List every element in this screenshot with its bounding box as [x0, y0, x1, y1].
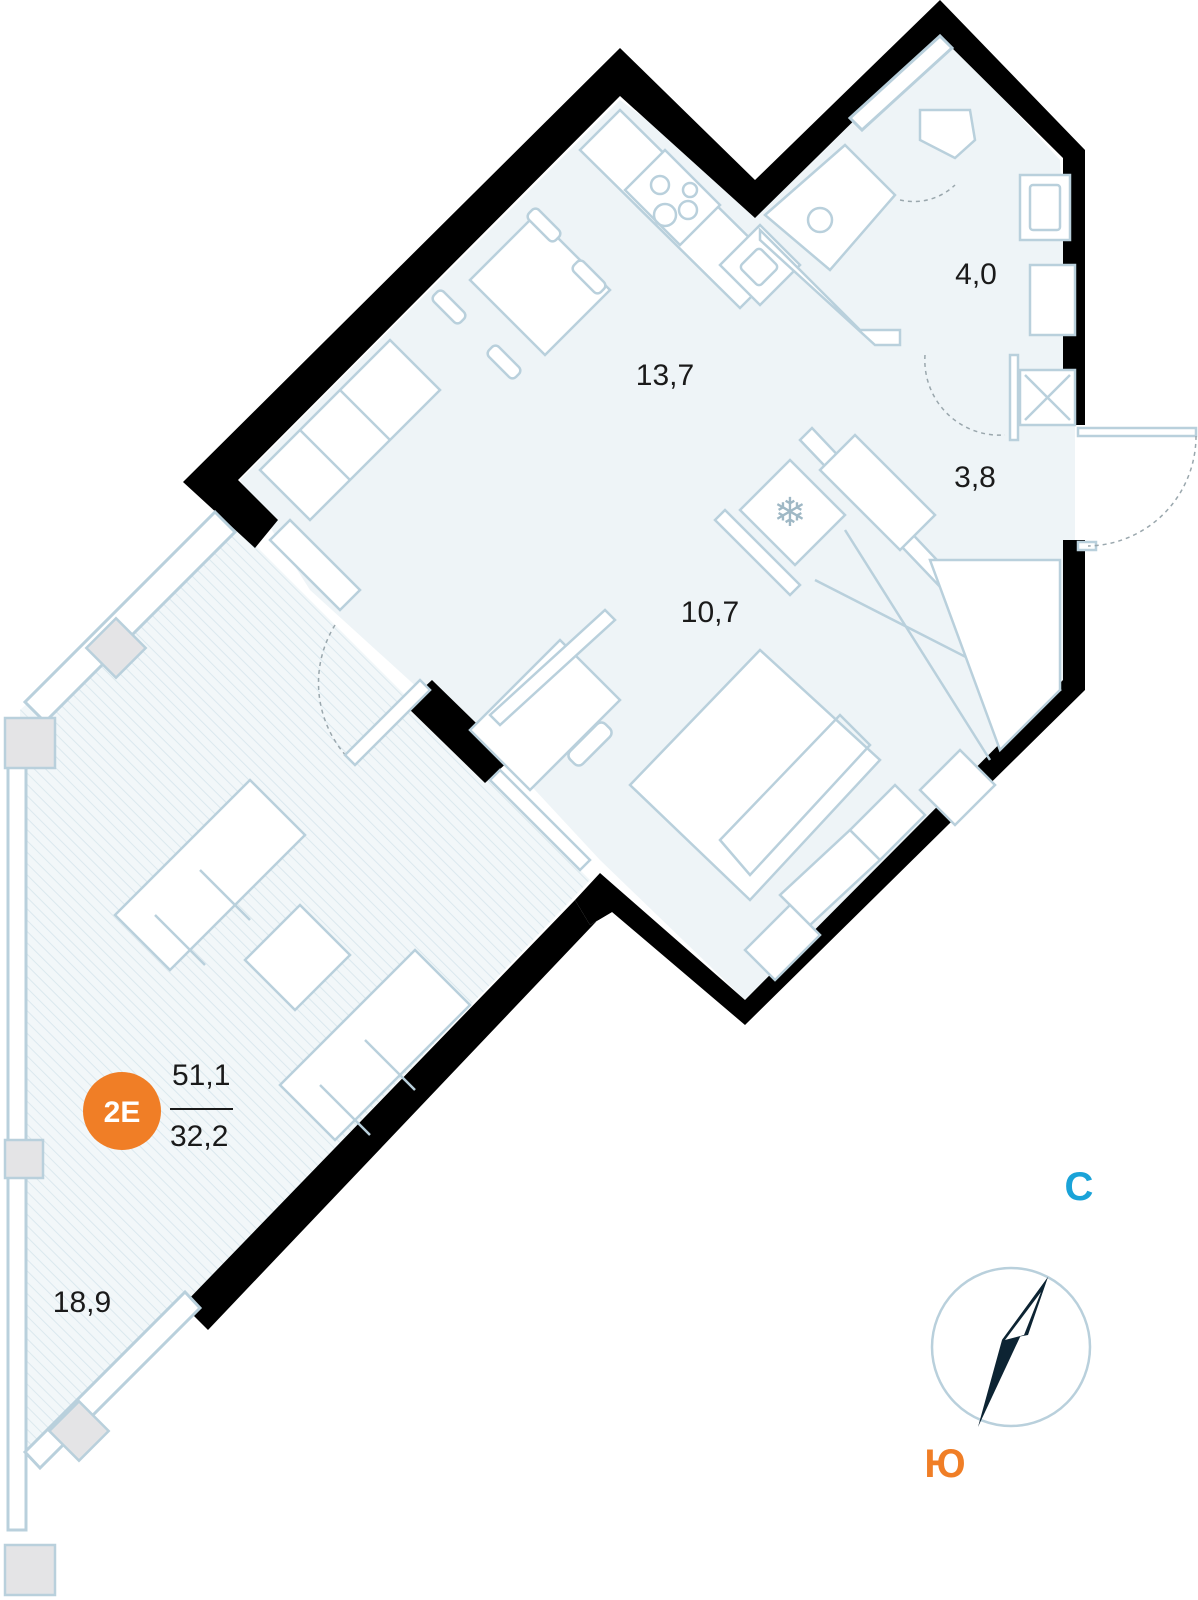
pillar-bottom	[47, 1399, 111, 1463]
pillar-left-bottom	[3, 1543, 57, 1597]
entrance-door[interactable]	[1076, 426, 1198, 552]
balcony-furniture	[113, 778, 472, 1142]
badge-label: 2E	[104, 1096, 141, 1129]
kitchen-sofa	[258, 338, 442, 612]
wall-balcony-outer	[183, 900, 612, 1330]
dining-table	[431, 207, 612, 380]
north-label: С	[1065, 1165, 1094, 1209]
badge-circle	[83, 1072, 161, 1150]
toilet	[918, 108, 977, 160]
compass-needle-light	[1002, 1277, 1048, 1340]
kitchen-area-label: 13,7	[636, 359, 694, 392]
pillar-top	[84, 616, 148, 680]
washing-machine	[1028, 263, 1077, 337]
hallway-wardrobe: ❄	[713, 426, 1062, 761]
pillar-left-top	[3, 716, 57, 770]
bedroom-area-label: 10,7	[681, 596, 739, 629]
apartment-badge: 2E 51,1 32,2	[83, 1059, 233, 1153]
window-bathroom	[847, 33, 955, 133]
fridge	[738, 458, 847, 567]
windows	[3, 33, 955, 1597]
desk	[468, 638, 622, 792]
south-label: Ю	[924, 1442, 965, 1486]
window-balcony-left	[6, 718, 28, 1532]
total-area: 51,1	[172, 1059, 230, 1092]
balcony-area-label: 18,9	[53, 1286, 111, 1319]
compass: С Ю	[924, 1165, 1093, 1486]
kitchen-counter	[578, 108, 802, 310]
hallway-area-label: 3,8	[954, 461, 996, 494]
pillar-left-mid	[3, 1138, 45, 1180]
snowflake-icon: ❄	[773, 490, 807, 536]
bath-sink	[763, 143, 897, 272]
living-area: 32,2	[170, 1120, 228, 1153]
bedroom-furniture	[317, 608, 997, 982]
bed	[628, 648, 882, 902]
wall-interior-stub	[405, 680, 512, 783]
bathroom-area-label: 4,0	[955, 258, 997, 291]
bathroom-fixtures	[758, 108, 1077, 442]
kitchen-sink	[718, 223, 802, 307]
